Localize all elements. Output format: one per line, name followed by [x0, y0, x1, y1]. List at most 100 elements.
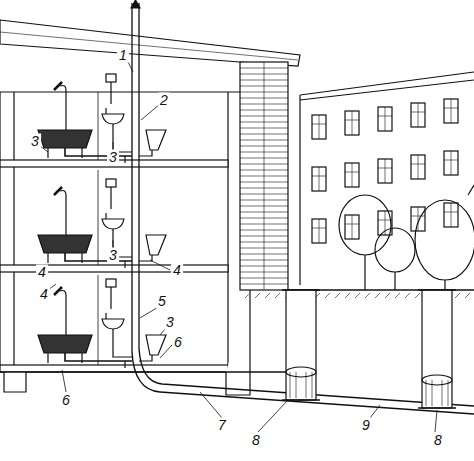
- callout-number: 3: [107, 248, 119, 263]
- window: [312, 115, 326, 139]
- flush-tank: [106, 179, 116, 187]
- bathtub: [38, 235, 92, 253]
- branch-pipe: [65, 253, 132, 261]
- flush-pipe: [110, 82, 111, 104]
- flush-pipe: [110, 287, 111, 309]
- callout-number: 7: [216, 418, 228, 433]
- ground-hatch: [465, 293, 470, 298]
- trees: [339, 185, 474, 290]
- window-frame: [345, 215, 359, 239]
- callout-number: 4: [171, 263, 183, 278]
- foundation: [4, 290, 250, 395]
- window-frame: [444, 151, 458, 175]
- window-frame: [345, 163, 359, 187]
- outer-wall: [240, 62, 288, 290]
- floor-slab: [0, 365, 228, 372]
- branch-pipe: [65, 148, 132, 156]
- toilet-drain: [139, 150, 152, 156]
- callout-number: 8: [250, 433, 262, 448]
- callout-number: 3: [107, 150, 119, 165]
- window: [444, 203, 458, 227]
- ground-hatch: [375, 293, 380, 298]
- window: [411, 207, 425, 231]
- window: [345, 215, 359, 239]
- callout-number: 2: [158, 93, 170, 108]
- vent-stack: [132, 3, 139, 352]
- window-frame: [312, 167, 326, 191]
- window: [345, 111, 359, 135]
- callout-number: 4: [36, 265, 48, 280]
- ground-hatch: [255, 293, 260, 298]
- window: [378, 159, 392, 183]
- window: [345, 163, 359, 187]
- ground-hatch: [415, 293, 420, 298]
- callout-number: 6: [60, 393, 72, 408]
- shower-pipe: [60, 291, 66, 336]
- toilet: [146, 130, 166, 150]
- basin-drain: [106, 108, 132, 152]
- bathtub: [38, 130, 92, 148]
- washbasin: [102, 114, 124, 124]
- callout-number: 5: [156, 294, 168, 309]
- washbasin: [102, 219, 124, 229]
- window-frame: [312, 115, 326, 139]
- ground-hatch: [355, 293, 360, 298]
- ground-hatch: [265, 293, 270, 298]
- window: [312, 167, 326, 191]
- flush-tank: [106, 279, 116, 287]
- trap: [124, 361, 125, 368]
- shower-pipe: [60, 191, 66, 236]
- flush-pipe: [110, 187, 111, 209]
- brick-hatch: [264, 62, 265, 290]
- window-frame: [411, 155, 425, 179]
- ground-hatch: [325, 293, 330, 298]
- manhole: [418, 290, 456, 408]
- ground-hatch: [385, 293, 390, 298]
- window-frame: [345, 111, 359, 135]
- ground-hatch: [405, 293, 410, 298]
- ground-hatch: [275, 293, 280, 298]
- basin-drain: [106, 313, 132, 357]
- manhole: [282, 290, 320, 400]
- shower-head: [54, 82, 62, 90]
- washbasin: [102, 319, 124, 329]
- callout-number: 4: [38, 287, 50, 302]
- callout-number: 8: [432, 433, 444, 448]
- stack-head: [131, 0, 140, 8]
- callout-number: 3: [29, 134, 41, 149]
- floor-slab: [0, 265, 228, 272]
- trap: [124, 156, 125, 163]
- window-frame: [444, 203, 458, 227]
- callout-number: 1: [117, 48, 129, 63]
- toilet: [146, 335, 166, 355]
- window: [411, 103, 425, 127]
- branch-pipe: [65, 353, 132, 361]
- window: [411, 155, 425, 179]
- leader-lines: [40, 60, 437, 432]
- window-frame: [411, 103, 425, 127]
- callout-number: 3: [164, 315, 176, 330]
- window: [444, 99, 458, 123]
- window: [312, 219, 326, 243]
- toilet: [146, 235, 166, 255]
- ground-hatch: [455, 293, 460, 298]
- trap: [124, 261, 125, 268]
- bathtub: [38, 335, 92, 353]
- ground-hatch: [345, 293, 350, 298]
- window-frame: [411, 207, 425, 231]
- ground-hatch: [365, 293, 370, 298]
- fixture-set: [38, 279, 166, 368]
- shower-pipe: [60, 86, 66, 131]
- fixture-set: [38, 179, 166, 268]
- window-frame: [378, 159, 392, 183]
- ground-hatch: [395, 293, 400, 298]
- shower-head: [54, 287, 62, 295]
- building-frame: [0, 92, 240, 372]
- ground-hatch: [335, 293, 340, 298]
- window: [378, 107, 392, 131]
- window-frame: [444, 99, 458, 123]
- window-frame: [312, 219, 326, 243]
- window: [444, 151, 458, 175]
- callout-number: 6: [172, 335, 184, 350]
- background-building: [300, 72, 474, 285]
